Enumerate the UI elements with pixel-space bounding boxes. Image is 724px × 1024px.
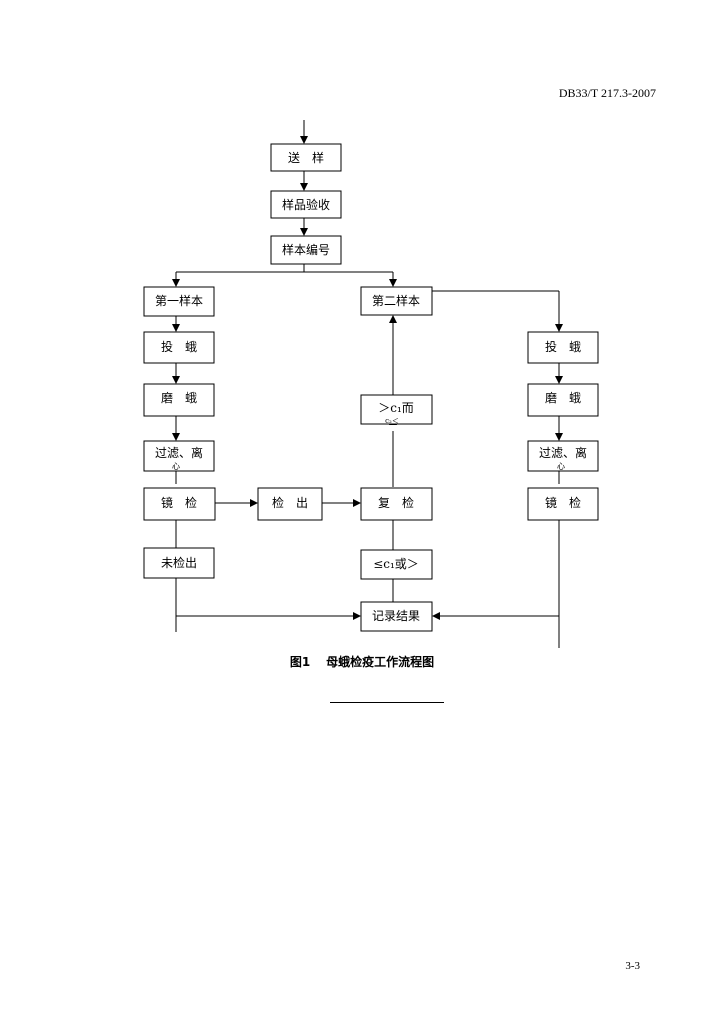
- box-right-microscopy: 镜 检: [527, 487, 599, 521]
- box-left-grind-moth: 磨 蛾: [143, 383, 215, 417]
- arrow-to-send: [300, 136, 308, 144]
- box-send-sample-label: 送 样: [288, 150, 324, 165]
- box-record-results: 记录结果: [360, 601, 433, 632]
- box-recheck-label: 复 检: [378, 495, 414, 510]
- box-greater-than-c1-label: ＞c₁而: [378, 401, 414, 415]
- arrow-right-to-record: [432, 612, 440, 620]
- arrow-to-recheck: [353, 499, 361, 507]
- box-recheck: 复 检: [360, 487, 433, 521]
- box-left-filter: 过滤、离 心: [143, 440, 215, 472]
- box-record-results-label: 记录结果: [372, 609, 420, 623]
- box-sample-acceptance: 样品验收: [270, 190, 342, 219]
- arrow-to-right-put: [555, 324, 563, 332]
- arrow-left-to-record: [353, 612, 361, 620]
- standard-number: DB33/T 217.3-2007: [558, 86, 656, 100]
- box-detected-label: 检 出: [272, 495, 308, 510]
- arrow-to-accept: [300, 183, 308, 191]
- arrow-to-second: [389, 279, 397, 287]
- box-sample-numbering-label: 样本编号: [282, 242, 330, 257]
- arrow-to-left-put: [172, 324, 180, 332]
- arrow-to-left-filter: [172, 433, 180, 441]
- box-greater-than-c1: ＞c₁而 c₂＜: [360, 394, 433, 425]
- box-first-sample-label: 第一样本: [155, 293, 203, 308]
- box-right-put-moth: 投 蛾: [527, 331, 599, 364]
- box-sample-numbering: 样本编号: [270, 235, 342, 265]
- box-le-c1: ≤c₁或＞: [360, 549, 433, 580]
- box-le-c1-label: ≤c₁或＞: [373, 557, 419, 571]
- box-detected: 检 出: [257, 487, 323, 521]
- box-greater-than-c1-tail: c₂＜: [385, 417, 399, 425]
- box-second-sample-label: 第二样本: [372, 293, 420, 308]
- box-right-microscopy-label: 镜 检: [545, 495, 581, 510]
- box-sample-acceptance-label: 样品验收: [282, 197, 330, 212]
- arrowheads: [172, 136, 563, 620]
- box-left-put-moth: 投 蛾: [143, 331, 215, 364]
- box-first-sample: 第一样本: [143, 286, 215, 317]
- box-send-sample: 送 样: [270, 143, 342, 172]
- box-left-filter-label: 过滤、离: [155, 445, 203, 460]
- arrow-to-detected: [250, 499, 258, 507]
- box-right-filter-label: 过滤、离: [539, 445, 587, 460]
- arrow-to-left-grind: [172, 376, 180, 384]
- box-left-put-moth-label: 投 蛾: [161, 339, 197, 354]
- box-left-microscopy-label: 镜 检: [161, 495, 197, 510]
- box-left-microscopy: 镜 检: [143, 487, 216, 521]
- arrow-up-to-second: [389, 315, 397, 323]
- arrow-to-first: [172, 279, 180, 287]
- arrow-to-right-filter: [555, 433, 563, 441]
- box-right-filter: 过滤、离 心: [527, 440, 599, 472]
- arrow-to-right-grind: [555, 376, 563, 384]
- figure-caption: 图1 母蛾检疫工作流程图: [0, 653, 724, 670]
- figure-number: 图1: [289, 655, 311, 669]
- box-not-detected: 未检出: [143, 547, 215, 579]
- box-second-sample: 第二样本: [360, 286, 433, 316]
- box-right-grind-moth-label: 磨 蛾: [545, 391, 581, 405]
- page-number: 3-3: [625, 960, 640, 972]
- arrow-to-number: [300, 228, 308, 236]
- box-left-filter-tail: 心: [172, 462, 180, 471]
- box-not-detected-label: 未检出: [161, 555, 197, 570]
- caption-rule: [330, 702, 444, 703]
- box-right-filter-tail: 心: [557, 462, 565, 471]
- figure-title: 母蛾检疫工作流程图: [326, 655, 435, 669]
- box-right-put-moth-label: 投 蛾: [545, 339, 581, 354]
- box-left-grind-moth-label: 磨 蛾: [161, 391, 197, 405]
- flowchart: 送 样 样品验收 样本编号 第一样本 第二样本 投 蛾 磨 蛾 过滤、离 心 镜…: [143, 120, 599, 648]
- box-right-grind-moth: 磨 蛾: [527, 383, 599, 417]
